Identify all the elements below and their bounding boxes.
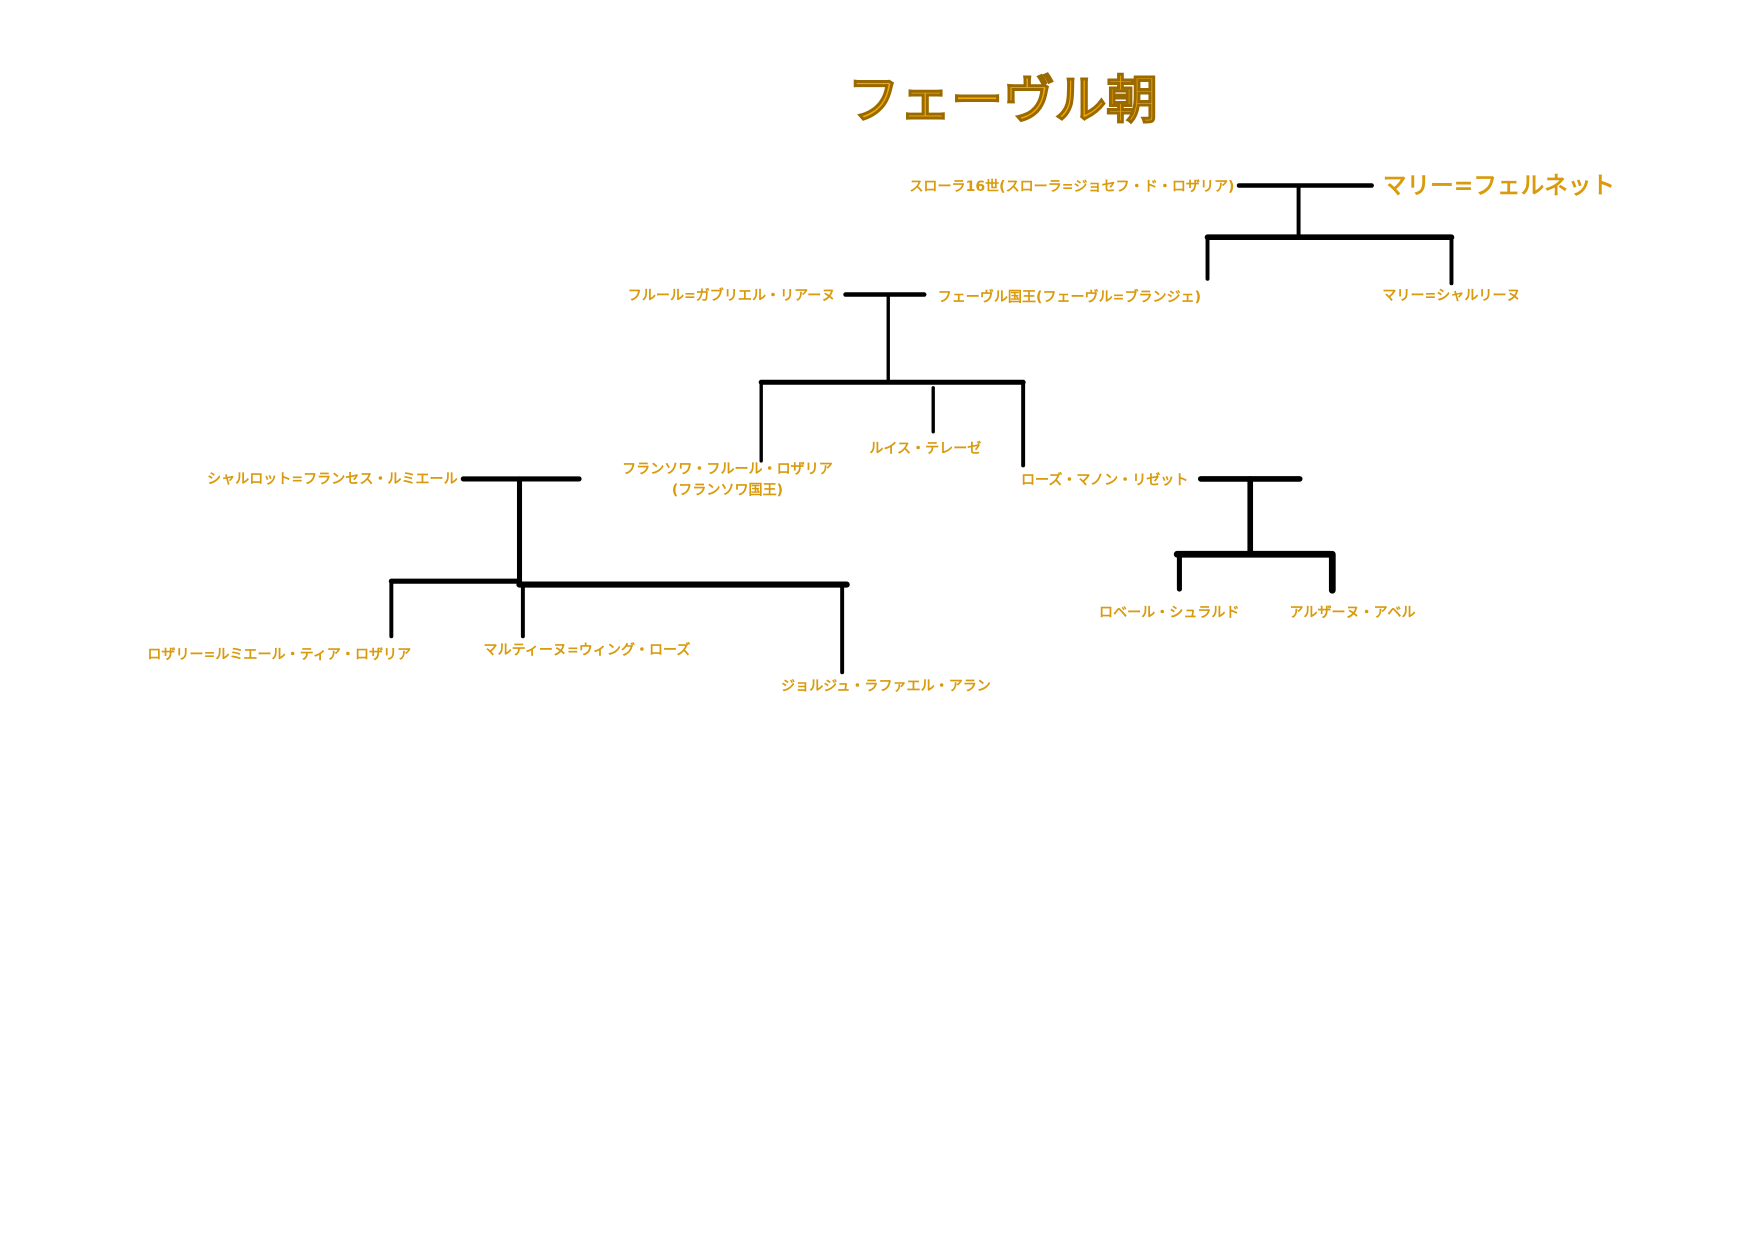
person-francois-title: (フランソワ国王): [672, 483, 783, 499]
page-title: フェーヴル朝: [848, 70, 1158, 131]
person-alzane: アルザーヌ・アベル: [1290, 605, 1416, 621]
connector-gen2: [758, 292, 1026, 468]
person-sulora: スローラ16世(スローラ=ジョセフ・ド・ロザリア): [909, 178, 1234, 195]
person-fevre-king: フェーヴル国王(フェーヴル=ブランジェ): [938, 288, 1201, 305]
person-charlotte: シャルロット=フランセス・ルミエール: [207, 471, 458, 487]
person-georges: ジョルジュ・ラファエル・アラン: [781, 678, 991, 694]
person-rose-manon: ローズ・マノン・リゼット: [1021, 472, 1188, 489]
person-francois: フランソワ・フルール・ロザリア: [622, 461, 833, 477]
connector-gen1: [1204, 183, 1455, 286]
person-robert: ロベール・シュラルド: [1099, 605, 1239, 621]
person-martine: マルティーヌ=ウィング・ローズ: [484, 641, 691, 658]
person-fleur-gabrielle: フルール=ガブリエル・リアーヌ: [628, 287, 836, 304]
connector-gen3-left: [388, 476, 850, 675]
person-marie-charline: マリー=シャルリーヌ: [1382, 288, 1520, 304]
connector-gen3-right: [1173, 476, 1336, 594]
person-louis-therese: ルイス・テレーゼ: [869, 440, 981, 457]
person-marie-fernette: マリー=フェルネット: [1383, 171, 1615, 199]
person-rosalie: ロザリー=ルミエール・ティア・ロザリア: [147, 647, 411, 663]
